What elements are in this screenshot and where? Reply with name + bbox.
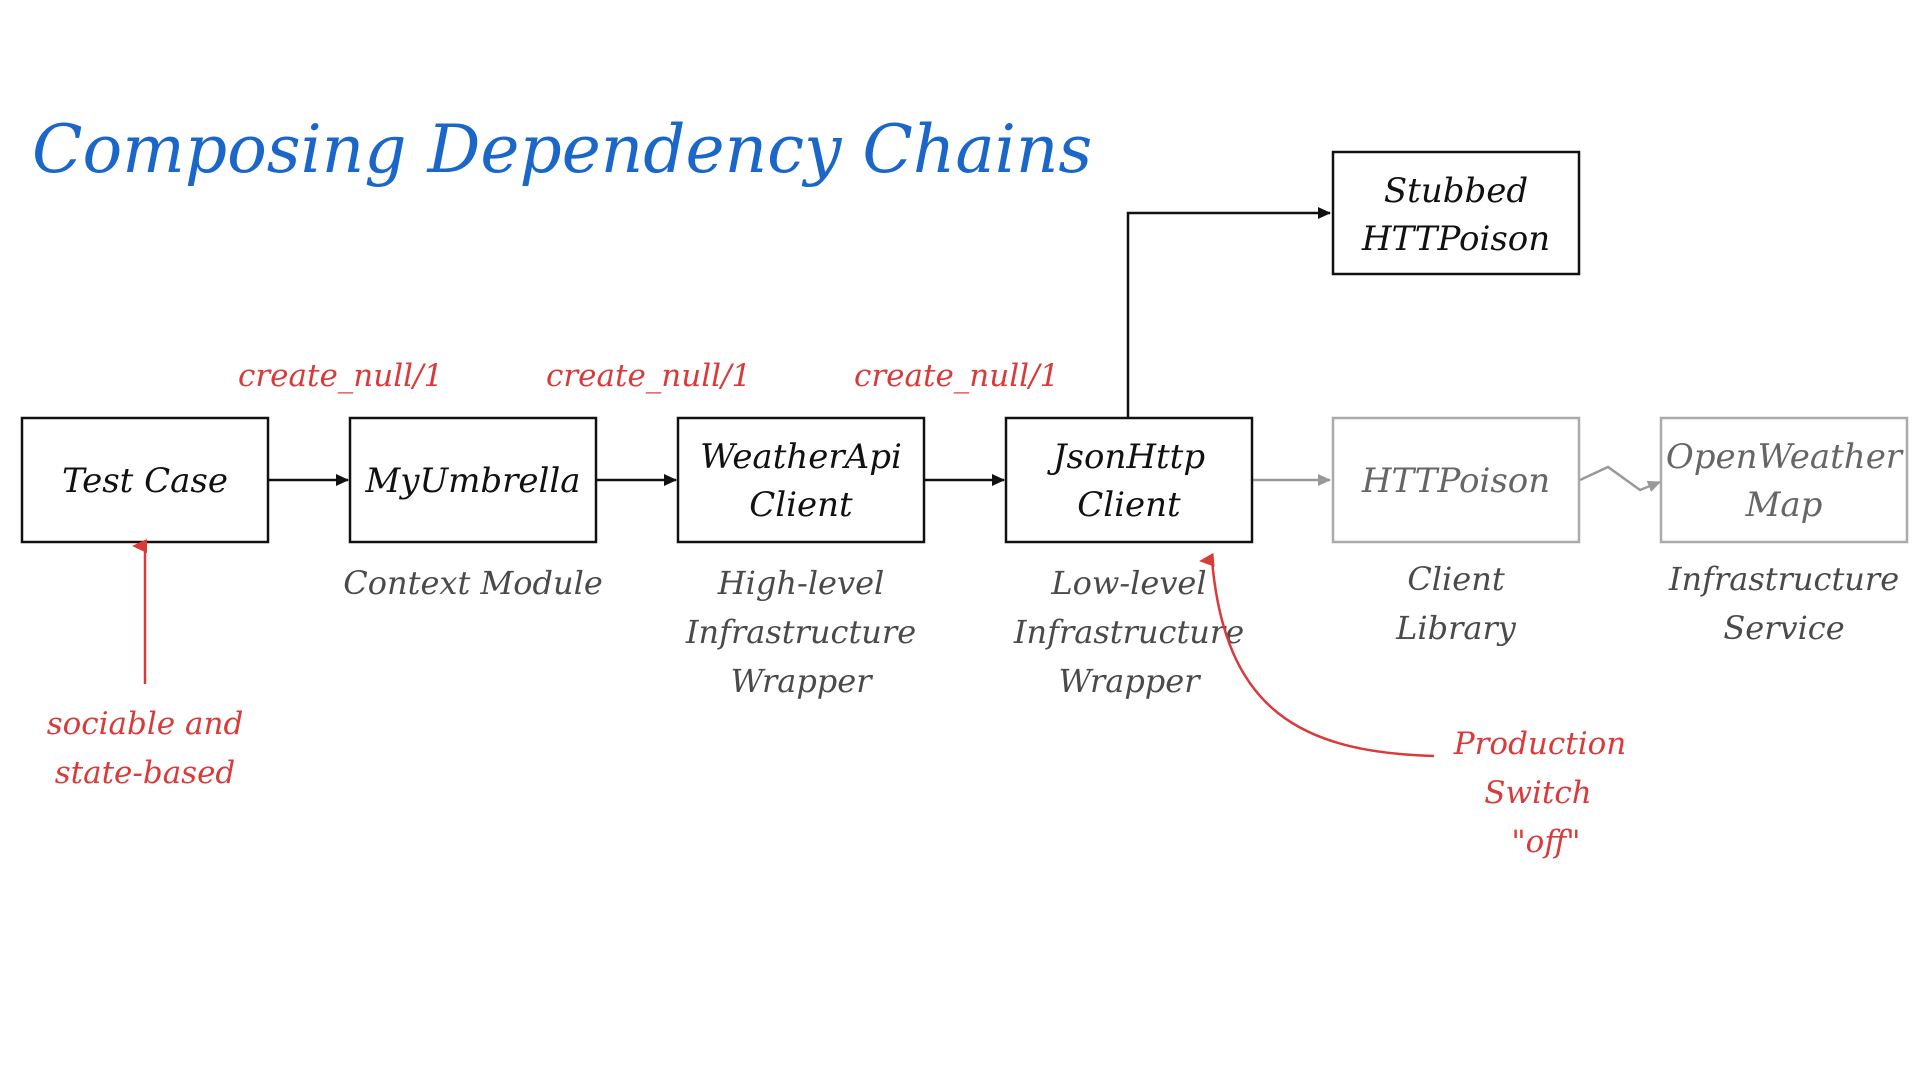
diagram-title: Composing Dependency Chains xyxy=(32,111,1092,188)
box-httpoison-label: HTTPoison xyxy=(1361,461,1550,501)
annotation-sociable-line2: state-based xyxy=(55,755,236,791)
box-open-weather-map-line2: Map xyxy=(1745,485,1823,525)
annotation-production-line1: Production xyxy=(1453,726,1627,762)
edge-label-create-null-3: create_null/1 xyxy=(854,358,1059,394)
box-stubbed-httpoison-line2: HTTPoison xyxy=(1361,219,1550,259)
caption-json-http-line2: Infrastructure xyxy=(1013,613,1244,651)
box-open-weather-map-line1: OpenWeather xyxy=(1666,437,1904,477)
box-json-http-client-line2: Client xyxy=(1077,485,1181,525)
arrow-production-switch-to-jsonhttp xyxy=(1199,552,1435,758)
box-json-http-client: JsonHttp Client xyxy=(1004,416,1254,544)
caption-httpoison-line2: Library xyxy=(1395,609,1517,647)
caption-open-weather-line1: Infrastructure xyxy=(1668,560,1899,598)
box-httpoison: HTTPoison xyxy=(1331,416,1581,544)
caption-weather-api-line1: High-level xyxy=(717,564,884,602)
annotation-sociable-line1: sociable and xyxy=(47,706,244,742)
box-stubbed-httpoison-line1: Stubbed xyxy=(1384,171,1528,211)
broken-link-httpoison-to-openweather xyxy=(1579,465,1661,493)
annotation-production-line2: Switch xyxy=(1484,775,1591,811)
box-stubbed-httpoison: Stubbed HTTPoison xyxy=(1331,150,1581,276)
box-weather-api-client: WeatherApi Client xyxy=(676,416,926,544)
caption-weather-api-line2: Infrastructure xyxy=(685,613,916,651)
box-test-case-label: Test Case xyxy=(62,461,228,501)
caption-weather-api-line3: Wrapper xyxy=(730,662,873,700)
edge-label-create-null-1: create_null/1 xyxy=(238,358,443,394)
caption-json-http-line3: Wrapper xyxy=(1058,662,1201,700)
caption-json-http-line1: Low-level xyxy=(1050,564,1206,602)
box-test-case: Test Case xyxy=(20,416,270,544)
box-open-weather-map: OpenWeather Map xyxy=(1659,416,1909,544)
box-my-umbrella-label: MyUmbrella xyxy=(364,461,580,501)
annotation-production-line3: "off" xyxy=(1511,824,1580,860)
edge-label-create-null-2: create_null/1 xyxy=(546,358,751,394)
caption-open-weather-line2: Service xyxy=(1723,609,1844,647)
arrow-jsonhttp-to-stubbed xyxy=(1126,207,1331,418)
box-json-http-client-line1: JsonHttp xyxy=(1047,437,1205,477)
box-weather-api-client-line2: Client xyxy=(749,485,853,525)
caption-httpoison-line1: Client xyxy=(1407,560,1505,598)
caption-my-umbrella: Context Module xyxy=(343,564,603,602)
box-my-umbrella: MyUmbrella xyxy=(348,416,598,544)
box-weather-api-client-line1: WeatherApi xyxy=(700,437,902,477)
